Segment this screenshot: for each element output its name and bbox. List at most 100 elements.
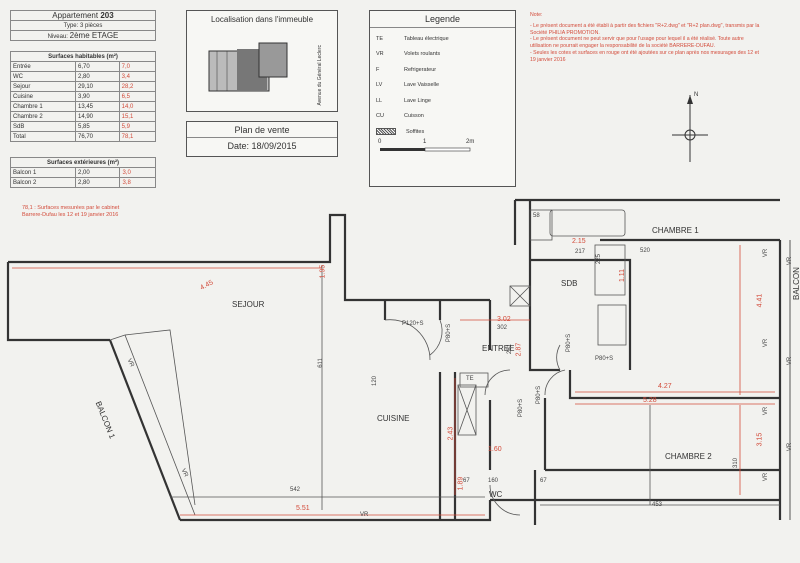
room-cuisine: CUISINE <box>377 414 410 423</box>
measurement-note-line1: 78,1 : Surfaces mesurées par le cabinet <box>22 205 120 211</box>
dim-453: 453 <box>652 502 663 508</box>
room-sdb: SDB <box>561 279 578 288</box>
scale-label-2m: 2m <box>466 139 475 145</box>
door-p120s: P120+S <box>402 321 424 327</box>
dim-entree-width: 3.02 <box>497 316 511 323</box>
surface-value: 2,80 <box>74 177 121 188</box>
dim-520: 520 <box>640 248 651 254</box>
vr-sejour-south: VR <box>360 512 369 518</box>
dim-58: 58 <box>533 213 540 219</box>
note-line: 19 janvier 2016 <box>530 56 566 63</box>
compass-north-label: N <box>694 92 699 98</box>
surface-measured-value: 78,1 <box>118 131 157 142</box>
appartement-label: Appartement <box>52 11 99 20</box>
legend-code: VR <box>376 51 384 58</box>
room-chambre1: CHAMBRE 1 <box>652 226 699 235</box>
legend-label: Lave Linge <box>404 97 431 104</box>
notes-block: Note: - Le présent document a été établi… <box>530 12 795 64</box>
dim-120: 120 <box>372 375 379 387</box>
legend-item: F Refrigerateur <box>376 62 509 78</box>
dim-67-b: 67 <box>540 478 547 484</box>
plan-vente-date: Date: 18/09/2015 <box>227 141 297 151</box>
wall-sdb <box>528 200 560 372</box>
soffite-swatch-icon <box>376 128 396 136</box>
legend-item: Soffites <box>376 124 509 140</box>
wall-chambre2 <box>568 370 780 400</box>
note-line: - Le présent document a été établi à par… <box>530 22 760 29</box>
legend-code: LL <box>376 97 383 104</box>
legend-label: Cuisson <box>404 113 424 120</box>
note-line: - Le présent document ne peut servir que… <box>530 36 744 43</box>
vr-chambre2-a: VR <box>763 406 770 416</box>
wall-north <box>8 213 490 302</box>
legend-label: Soffites <box>406 128 425 135</box>
door-p80s-5: P80+S <box>536 385 543 405</box>
wall-south <box>180 500 492 522</box>
wall-west <box>6 262 110 342</box>
door-p80s-3: P80+S <box>595 356 614 362</box>
door-p80s-2: P80+S <box>566 333 573 353</box>
appartement-header: Appartement 203 Type: 3 pièces Niveau: 2… <box>10 10 156 41</box>
scale-label-1: 1 <box>423 139 427 145</box>
legend-code: CU <box>376 113 384 120</box>
room-chambre2: CHAMBRE 2 <box>665 452 712 461</box>
vr-chambre1-b: VR <box>763 338 770 348</box>
legend-label: Lave Vaisselle <box>404 82 440 89</box>
dim-chambre1-height: 4.41 <box>756 293 764 308</box>
surface-measured-value: 3,8 <box>119 177 156 188</box>
localisation-box: Localisation dans l'immeuble Avenue du G… <box>186 10 338 112</box>
dim-sejour-north: 1.95 <box>319 264 327 279</box>
dim-cuisine: 2.43 <box>447 426 455 441</box>
legend-code: LV <box>376 82 383 89</box>
plan-vente-box: Plan de vente Date: 18/09/2015 <box>186 121 338 157</box>
scale-bar <box>380 147 471 152</box>
vr-balcon2-b: VR <box>787 356 794 366</box>
measurement-note-line2: Barrere-Dufau les 12 et 19 janvier 2016 <box>22 212 119 218</box>
dim-611: 611 <box>317 358 324 368</box>
surface-room-name: Total <box>10 131 76 142</box>
dim-chambre2-height: 3.15 <box>756 432 764 447</box>
dim-302: 302 <box>497 325 508 331</box>
legend-item: LV Lave Vaisselle <box>376 78 509 94</box>
appartement-number: 203 <box>100 11 114 20</box>
dim-225: 225 <box>596 253 603 265</box>
dim-sdb-height: 1.11 <box>619 268 627 283</box>
room-balcon2: BALCON 2 <box>792 267 800 300</box>
dim-281: 281 <box>507 343 514 355</box>
dim-entree-height: 2.87 <box>515 342 523 357</box>
dim-sejour-south: 5.51 <box>296 505 310 512</box>
note-line: Société PHILIA PROMOTION. <box>530 29 600 36</box>
vr-balcon2-c: VR <box>787 442 794 452</box>
legend-item: LL Lave Linge <box>376 93 509 109</box>
dim-217: 217 <box>575 249 586 255</box>
localisation-title: Localisation dans l'immeuble <box>210 15 314 24</box>
vr-balcon2-a: VR <box>787 256 794 266</box>
legend-label: Volets roulants <box>404 51 441 58</box>
note-line: utilisation ne pourrait engager la respo… <box>530 43 716 50</box>
legend-code: F <box>376 66 380 73</box>
legende-title: Legende <box>370 11 515 28</box>
dim-sdb-width: 2.15 <box>572 238 586 245</box>
dim-160: 160 <box>488 478 499 484</box>
notes-title: Note: <box>530 12 543 18</box>
tableau-electrique-mark: TE <box>466 376 474 382</box>
room-wc: WC <box>489 490 503 499</box>
door-p80s-4: P80+S <box>518 398 525 418</box>
room-entree: ENTREE <box>482 344 515 353</box>
door-p80s-1: P80+S <box>446 323 453 343</box>
scale-label-0: 0 <box>378 139 382 145</box>
legend-label: Refrigerateur <box>404 66 437 73</box>
niveau-value: 2ème ETAGE <box>69 31 119 40</box>
dim-542: 542 <box>290 487 301 493</box>
dim-310: 310 <box>733 457 740 469</box>
legend-code: TE <box>376 35 384 42</box>
dim-chambre2-top: 4.27 <box>658 383 672 390</box>
vr-chambre1-a: VR <box>763 248 770 258</box>
